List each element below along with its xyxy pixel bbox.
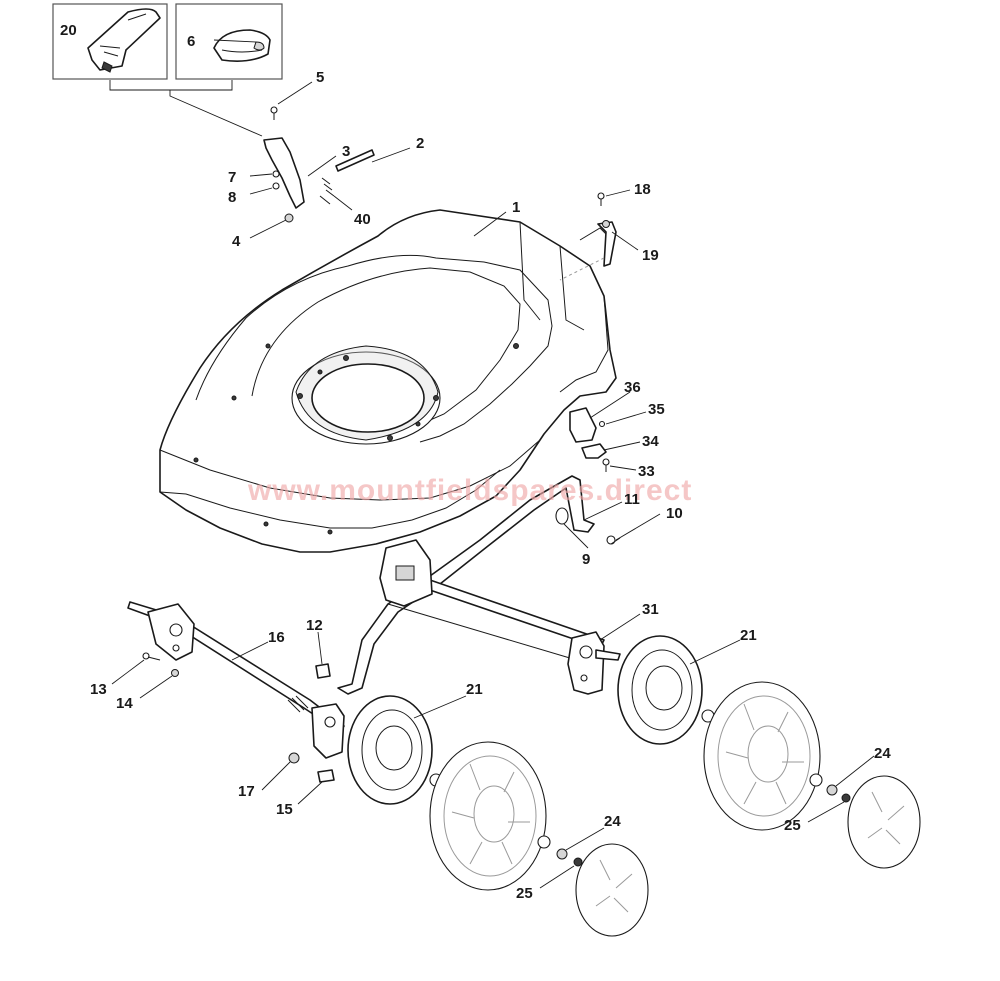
inset-box-handle-20 xyxy=(52,3,168,80)
callout-5: 5 xyxy=(316,69,324,86)
rear-axle-assembly xyxy=(337,475,621,695)
callout-10: 10 xyxy=(666,505,683,522)
front-left-wheel-set xyxy=(347,695,649,937)
height-adjust-bracket xyxy=(263,106,375,223)
callout-7: 7 xyxy=(228,169,236,186)
callout-25-front: 25 xyxy=(516,885,533,902)
callout-25-rear: 25 xyxy=(784,817,801,834)
callout-1: 1 xyxy=(512,199,520,216)
callout-35: 35 xyxy=(648,401,665,418)
callout-13: 13 xyxy=(90,681,107,698)
callout-33: 33 xyxy=(638,463,655,480)
callout-36: 36 xyxy=(624,379,641,396)
callout-24-rear: 24 xyxy=(874,745,891,762)
callout-11: 11 xyxy=(624,491,640,508)
callout-40: 40 xyxy=(354,211,371,228)
callout-19: 19 xyxy=(642,247,659,264)
callout-2: 2 xyxy=(416,135,424,152)
callout-21-rear: 21 xyxy=(740,627,757,644)
callout-14: 14 xyxy=(116,695,133,712)
callout-9: 9 xyxy=(582,551,590,568)
callout-12: 12 xyxy=(306,617,323,634)
callout-15: 15 xyxy=(276,801,293,818)
leader-lines xyxy=(111,39,875,889)
callout-8: 8 xyxy=(228,189,236,206)
callout-17: 17 xyxy=(238,783,255,800)
callout-3: 3 xyxy=(342,143,350,160)
front-axle-assembly xyxy=(127,601,345,783)
rear-axle-bracket xyxy=(569,407,610,472)
callout-21-front: 21 xyxy=(466,681,483,698)
callout-4: 4 xyxy=(232,233,241,250)
inset-box-cap-6 xyxy=(175,3,283,80)
callout-34: 34 xyxy=(642,433,659,450)
watermark-text: www.mountfieldspares.direct xyxy=(247,474,692,507)
callout-20: 20 xyxy=(60,22,77,39)
rear-right-wheel-set xyxy=(617,635,921,869)
callout-18: 18 xyxy=(634,181,651,198)
callout-16: 16 xyxy=(268,629,285,646)
mower-deck xyxy=(159,209,617,553)
callout-31: 31 xyxy=(642,601,659,618)
rear-pivot-pin xyxy=(559,192,617,281)
callout-6: 6 xyxy=(187,33,195,50)
callout-24-front: 24 xyxy=(604,813,621,830)
callout-labels: 20 6 5 3 2 7 8 4 40 1 18 19 36 35 34 33 … xyxy=(60,22,891,902)
